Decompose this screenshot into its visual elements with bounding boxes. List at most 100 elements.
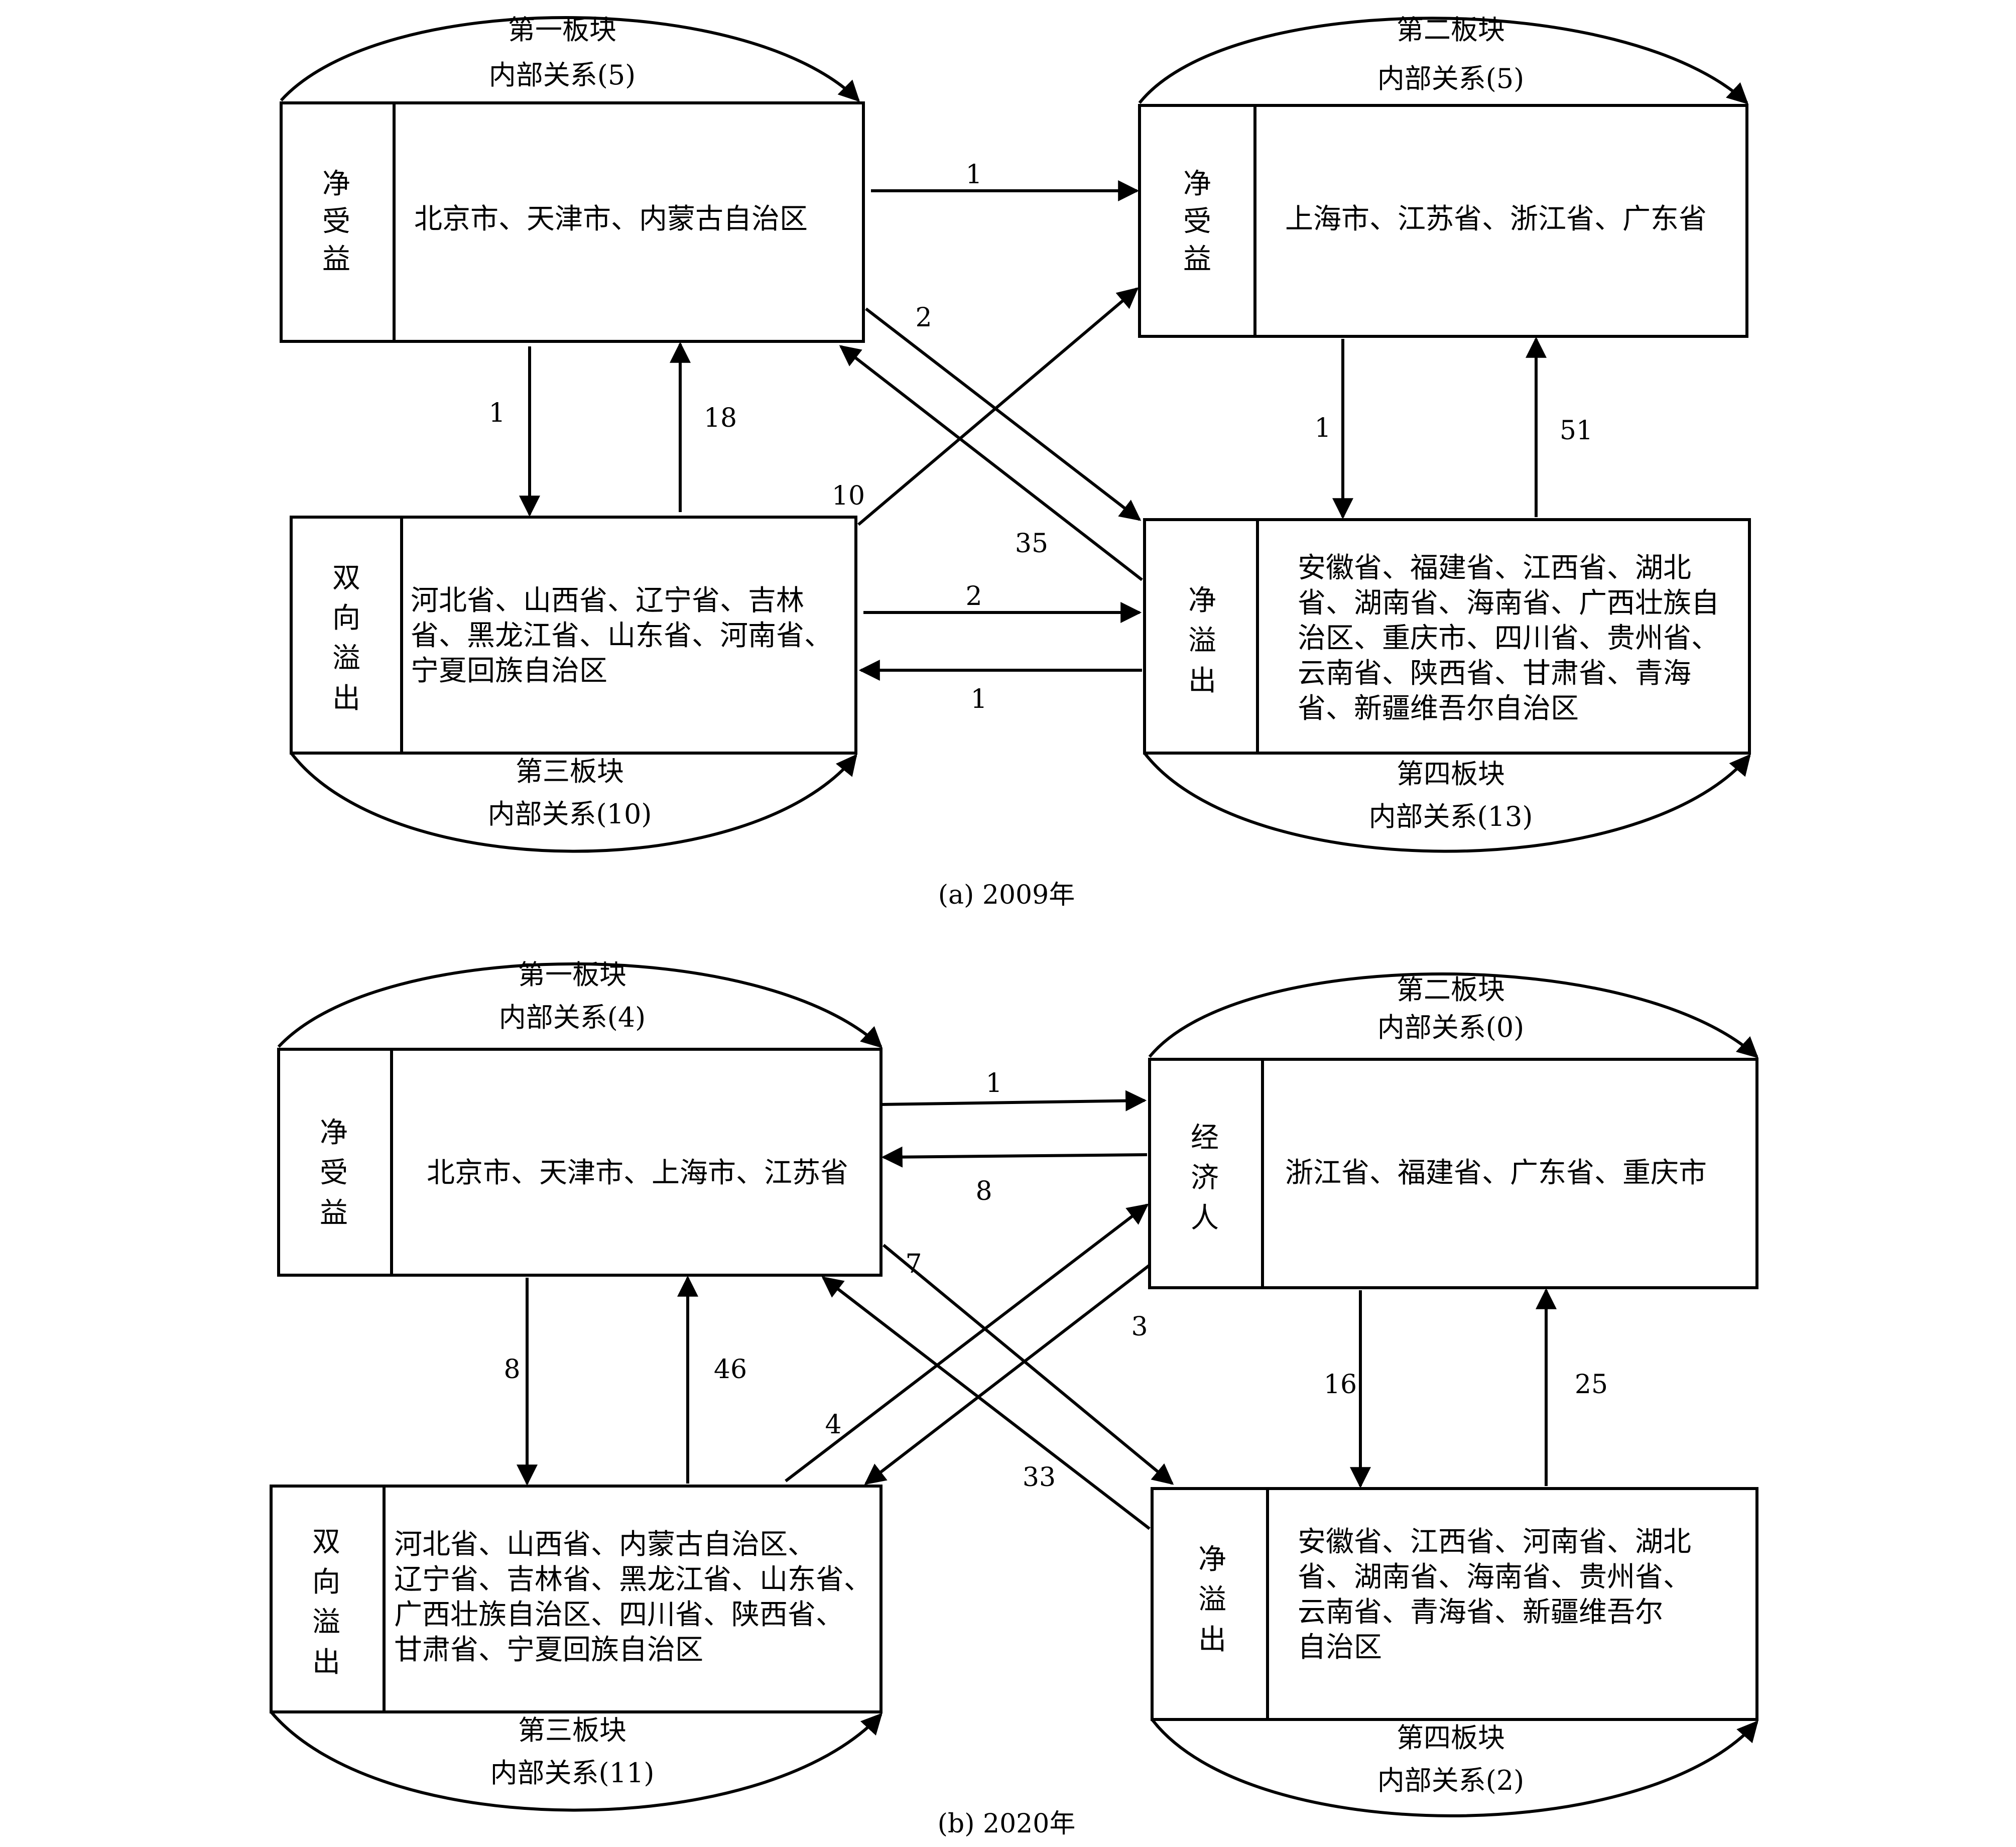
link-label: 1	[1314, 413, 1331, 443]
link-label: 3	[1131, 1312, 1148, 1342]
block-box	[1143, 518, 1751, 755]
internal-arc	[1143, 752, 1751, 853]
role-char: 出	[332, 682, 360, 715]
link-b3-to-b2	[857, 287, 1139, 526]
role-char: 净	[1188, 584, 1216, 617]
role-char: 出	[1188, 665, 1216, 697]
internal-arc	[277, 962, 883, 1048]
internal-relations: 内部关系(2)	[1377, 1765, 1525, 1796]
block-box	[280, 101, 865, 343]
link-label: 8	[975, 1176, 992, 1206]
province-line: 河北省、山西省、内蒙古自治区、	[394, 1528, 816, 1561]
role-char: 双	[312, 1526, 340, 1558]
province-line: 省、湖南省、海南省、贵州省、	[1298, 1561, 1691, 1593]
role-char: 净	[322, 168, 350, 200]
link-b1-to-b4	[883, 1244, 1174, 1485]
link-label: 25	[1575, 1370, 1608, 1400]
role-char: 益	[1183, 243, 1211, 276]
province-line: 自治区	[1298, 1631, 1382, 1664]
internal-relations: 内部关系(5)	[489, 59, 636, 91]
link-label: 7	[905, 1249, 922, 1279]
block-4-2020	[1151, 1487, 1758, 1817]
role-char: 受	[322, 205, 350, 238]
link-label: 18	[704, 403, 737, 433]
province-line: 云南省、青海省、新疆维吾尔	[1298, 1596, 1663, 1629]
role-char: 溢	[1188, 625, 1216, 657]
province-line: 甘肃省、宁夏回族自治区	[394, 1634, 703, 1666]
role-char: 受	[320, 1157, 348, 1189]
link-label: 2	[965, 581, 982, 611]
internal-arc	[1151, 1718, 1758, 1817]
province-line: 河北省、山西省、辽宁省、吉林	[411, 584, 804, 617]
block-box	[277, 1048, 883, 1277]
panel-2009	[280, 16, 1751, 853]
internal-relations: 内部关系(0)	[1377, 1012, 1525, 1043]
panel-2020-text: 第一板块 内部关系(4) 净 受 益 北京市、天津市、上海市、江苏省 第二板块 …	[312, 959, 1707, 1839]
link-b1-to-b4	[865, 307, 1142, 521]
link-label: 35	[1015, 529, 1048, 559]
block-title: 第一板块	[508, 14, 616, 46]
role-char: 出	[1198, 1624, 1226, 1656]
province-line: 安徽省、江西省、河南省、湖北	[1298, 1526, 1691, 1558]
link-label: 1	[488, 398, 505, 428]
role-char: 溢	[332, 642, 360, 675]
role-char: 双	[332, 562, 360, 594]
link-label: 8	[503, 1355, 520, 1385]
province-line: 治区、重庆市、四川省、贵州省、	[1298, 622, 1719, 655]
block-box	[1151, 1487, 1758, 1721]
province-line: 广西壮族自治区、四川省、陕西省、	[394, 1598, 844, 1631]
block-1-2009	[280, 16, 865, 343]
link-label: 16	[1324, 1370, 1357, 1400]
internal-arc	[290, 752, 857, 853]
role-char: 净	[320, 1117, 348, 1149]
link-label: 33	[1023, 1462, 1056, 1493]
block-box	[1138, 104, 1748, 338]
role-char: 向	[312, 1566, 340, 1598]
block-title: 第三板块	[516, 756, 624, 787]
role-char: 受	[1183, 205, 1211, 238]
block-title: 第二板块	[1397, 974, 1505, 1006]
panel-caption: (a) 2009年	[938, 880, 1075, 910]
role-char: 人	[1191, 1202, 1219, 1235]
province-line: 云南省、陕西省、甘肃省、青海	[1298, 657, 1691, 690]
province-line: 安徽省、福建省、江西省、湖北	[1298, 552, 1691, 584]
role-char: 益	[322, 243, 350, 276]
panel-2020	[270, 962, 1759, 1817]
role-char: 净	[1198, 1543, 1226, 1576]
internal-arc	[280, 16, 860, 102]
province-list: 北京市、天津市、上海市、江苏省	[427, 1157, 848, 1189]
internal-relations: 内部关系(11)	[490, 1757, 655, 1789]
province-line: 省、新疆维吾尔自治区	[1298, 692, 1579, 725]
block-1-2020	[277, 962, 883, 1277]
block-4-2009	[1143, 518, 1751, 853]
role-char: 济	[1191, 1162, 1219, 1194]
panel-caption: (b) 2020年	[938, 1809, 1076, 1839]
internal-relations: 内部关系(4)	[499, 1002, 646, 1033]
role-char: 向	[332, 602, 360, 635]
link-b2-to-b1	[881, 1146, 1148, 1168]
link-b1-to-b2	[880, 1090, 1147, 1112]
block-title: 第四板块	[1397, 1722, 1505, 1754]
panel-2009-text: 第一板块 内部关系(5) 净 受 益 北京市、天津市、内蒙古自治区 第二板块 内…	[322, 14, 1719, 910]
link-label: 1	[985, 1068, 1002, 1098]
link-label: 2	[915, 303, 932, 333]
block-2-2020	[1148, 972, 1759, 1289]
link-b4-to-b1	[839, 345, 1143, 581]
link-label: 1	[970, 684, 987, 714]
province-line: 宁夏回族自治区	[411, 655, 607, 687]
block-2-2009	[1138, 17, 1749, 338]
block-3-2009	[290, 516, 857, 853]
link-label: 4	[825, 1410, 841, 1440]
block-title: 第四板块	[1397, 758, 1505, 790]
block-box	[270, 1485, 883, 1713]
block-3-2020	[270, 1485, 883, 1812]
internal-relations: 内部关系(5)	[1377, 63, 1525, 94]
block-title: 第三板块	[518, 1714, 626, 1746]
role-char: 出	[312, 1646, 340, 1679]
province-line: 辽宁省、吉林省、黑龙江省、山东省、	[394, 1563, 872, 1596]
province-list: 浙江省、福建省、广东省、重庆市	[1285, 1157, 1707, 1189]
role-char: 净	[1183, 168, 1211, 200]
link-b2-to-b3	[864, 1264, 1151, 1485]
link-label: 1	[965, 160, 982, 190]
